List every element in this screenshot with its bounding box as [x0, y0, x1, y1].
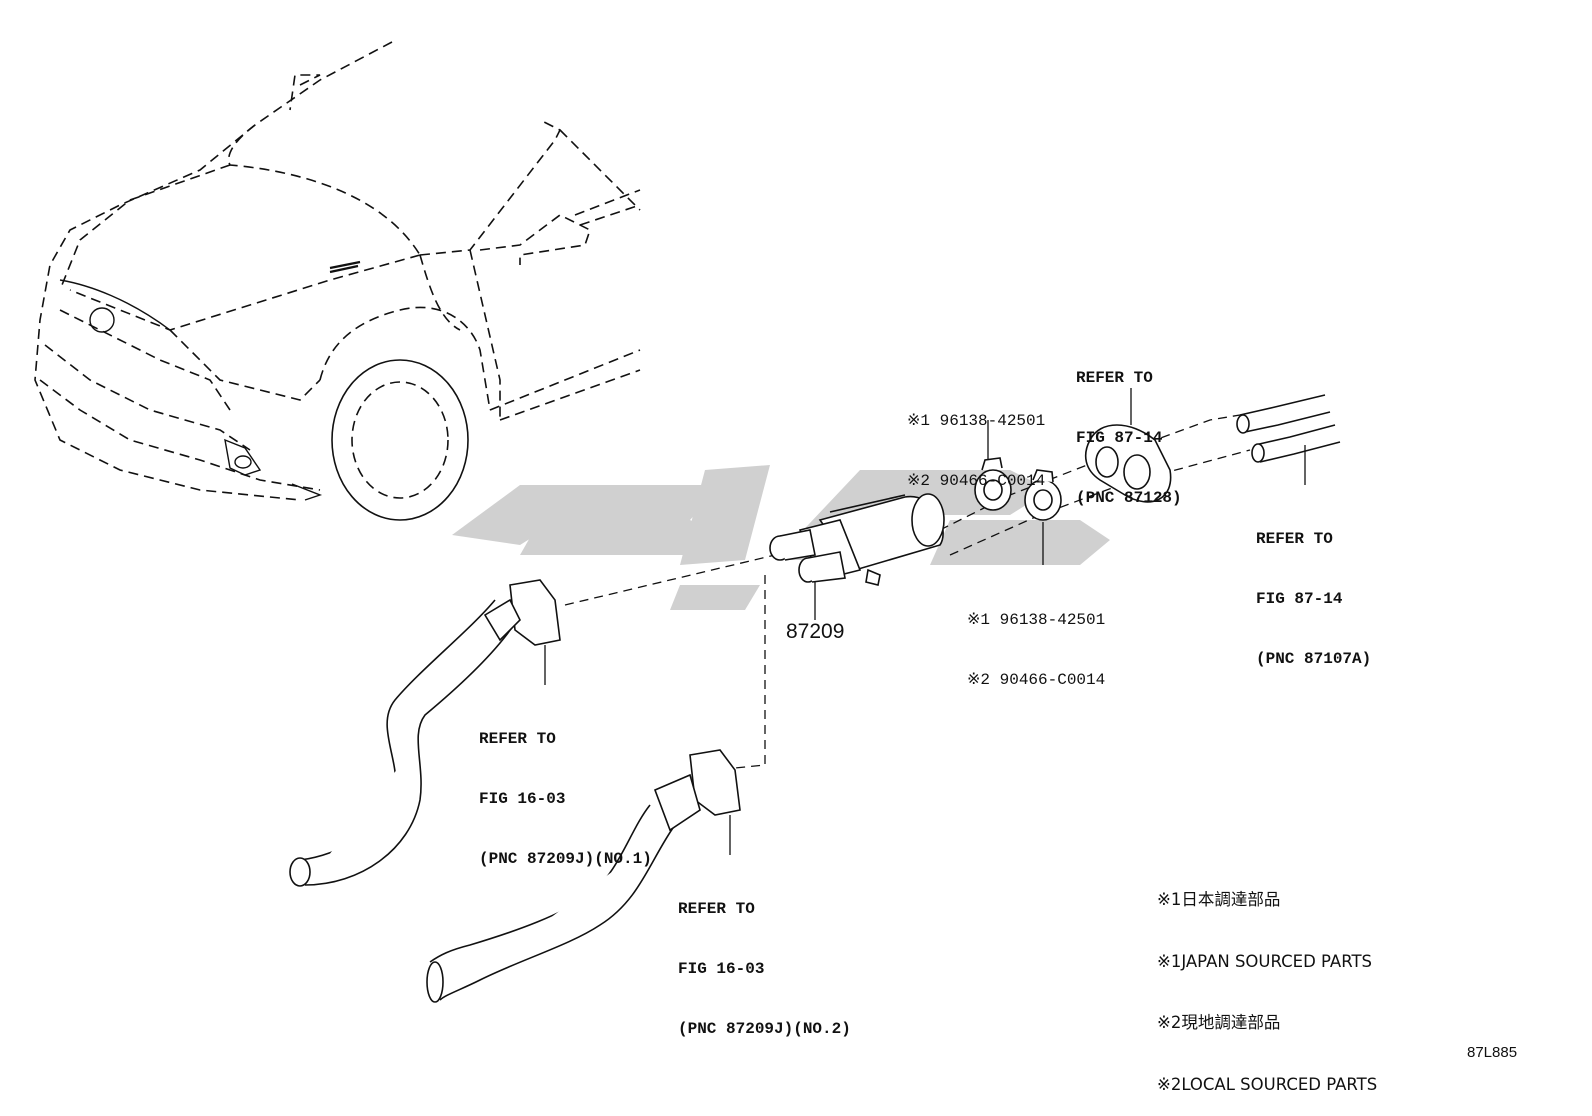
part-number-87209[interactable]: 87209	[786, 620, 845, 643]
refer-pipes-label[interactable]: REFER TO FIG 87-14 (PNC 87107A)	[1256, 489, 1371, 689]
refer-pipes-line2: FIG 87-14	[1256, 590, 1343, 608]
clamp-lower-label: ※1 96138-42501 ※2 90466-C0014	[967, 570, 1105, 710]
clamp-lower	[1024, 469, 1062, 521]
refer-grommet-line3: (PNC 87128)	[1076, 489, 1182, 507]
grommet	[1084, 424, 1172, 503]
hose-no2	[426, 749, 741, 1003]
legend-line-2: ※1JAPAN SOURCED PARTS	[1157, 951, 1373, 971]
refer-hose-no1-line2: FIG 16-03	[479, 790, 566, 808]
hose-no1	[289, 579, 561, 887]
pipes	[1236, 394, 1341, 463]
refer-hose-no2-line3: (PNC 87209J)(NO.2)	[678, 1020, 851, 1038]
vehicle-outline	[34, 41, 641, 501]
legend-line-1: ※1日本調達部品	[1157, 890, 1281, 909]
refer-hose-no2-line2: FIG 16-03	[678, 960, 765, 978]
refer-hose-no2-label[interactable]: REFER TO FIG 16-03 (PNC 87209J)(NO.2)	[678, 859, 851, 1059]
refer-grommet-line1: REFER TO	[1076, 369, 1153, 387]
clamp-upper-line2[interactable]: ※2 90466-C0014	[907, 472, 1046, 490]
refer-hose-no1-line1: REFER TO	[479, 730, 556, 748]
clamp-upper	[974, 457, 1012, 511]
clamp-lower-line2[interactable]: ※2 90466-C0014	[967, 671, 1106, 689]
refer-grommet-label[interactable]: REFER TO FIG 87-14 (PNC 87128)	[1076, 328, 1182, 528]
refer-pipes-line1: REFER TO	[1256, 530, 1333, 548]
refer-grommet-line2: FIG 87-14	[1076, 429, 1163, 447]
clamp-lower-line1[interactable]: ※1 96138-42501	[967, 611, 1106, 629]
legend: ※1日本調達部品 ※1JAPAN SOURCED PARTS ※2現地調達部品 …	[1157, 849, 1377, 1116]
wheel-outline	[331, 359, 469, 521]
refer-hose-no1-label[interactable]: REFER TO FIG 16-03 (PNC 87209J)(NO.1)	[479, 689, 652, 889]
refer-hose-no1-line3: (PNC 87209J)(NO.1)	[479, 850, 652, 868]
water-pump	[769, 493, 945, 586]
clamp-upper-label: ※1 96138-42501 ※2 90466-C0014	[907, 371, 1045, 511]
legend-line-3: ※2現地調達部品	[1157, 1013, 1281, 1032]
refer-hose-no2-line1: REFER TO	[678, 900, 755, 918]
figure-id: 87L885	[1467, 1044, 1518, 1061]
vehicle-details	[59, 260, 361, 501]
leader-lines	[544, 388, 1306, 855]
clamp-upper-line1[interactable]: ※1 96138-42501	[907, 412, 1046, 430]
legend-line-4: ※2LOCAL SOURCED PARTS	[1157, 1074, 1378, 1094]
refer-pipes-line3: (PNC 87107A)	[1256, 650, 1372, 668]
